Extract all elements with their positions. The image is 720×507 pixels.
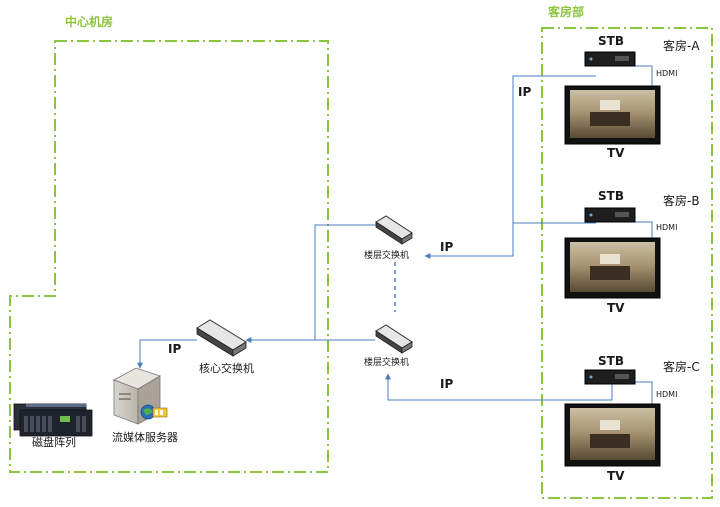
ip-label-floor1: IP: [440, 240, 454, 254]
disk-array-icon: [13, 403, 93, 437]
floor-switch-2-label: 楼层交换机: [364, 358, 410, 368]
ip-label-rooms: IP: [518, 85, 532, 99]
hdmi-c-label: HDMI: [656, 390, 678, 399]
media-server-label: 流媒体服务器: [112, 431, 178, 444]
tv-a-label: TV: [607, 146, 625, 160]
hdmi-b-label: HDMI: [656, 223, 678, 232]
room-b-label: 客房-B: [663, 194, 700, 208]
center-room-border: [9, 40, 329, 473]
floor-switch-1-label: 楼层交换机: [364, 251, 410, 261]
tv-c-icon: [564, 403, 661, 467]
media-server-icon: [113, 367, 168, 425]
core-switch-label: 核心交换机: [199, 362, 254, 375]
stb-b-icon: [584, 207, 636, 223]
room-c-label: 客房-C: [663, 360, 700, 374]
guest-room-title: 客房部: [548, 5, 585, 19]
stb-b-label: STB: [598, 189, 624, 203]
stb-a-icon: [584, 51, 636, 67]
link-core-floor1: [314, 224, 378, 341]
stb-c-icon: [584, 369, 636, 385]
disk-array-label: 磁盘阵列: [32, 436, 76, 449]
guest-room-border: [541, 27, 713, 499]
link-floor2-stb-c: [385, 373, 613, 401]
tv-a-icon: [564, 85, 661, 145]
ip-label-server: IP: [168, 342, 182, 356]
floor-switch-1-icon: [375, 215, 413, 245]
tv-c-label: TV: [607, 469, 625, 483]
hdmi-a-label: HDMI: [656, 69, 678, 78]
floor-switch-2-icon: [375, 324, 413, 354]
link-server-core: [137, 339, 197, 369]
room-a-label: 客房-A: [663, 39, 700, 53]
tv-b-icon: [564, 237, 661, 299]
tv-b-label: TV: [607, 301, 625, 315]
stb-a-label: STB: [598, 34, 624, 48]
core-switch-icon: [196, 319, 247, 357]
link-floor1-rooms: [424, 75, 596, 259]
ip-label-floor2: IP: [440, 377, 454, 391]
center-room-title: 中心机房: [65, 15, 114, 29]
stb-c-label: STB: [598, 354, 624, 368]
